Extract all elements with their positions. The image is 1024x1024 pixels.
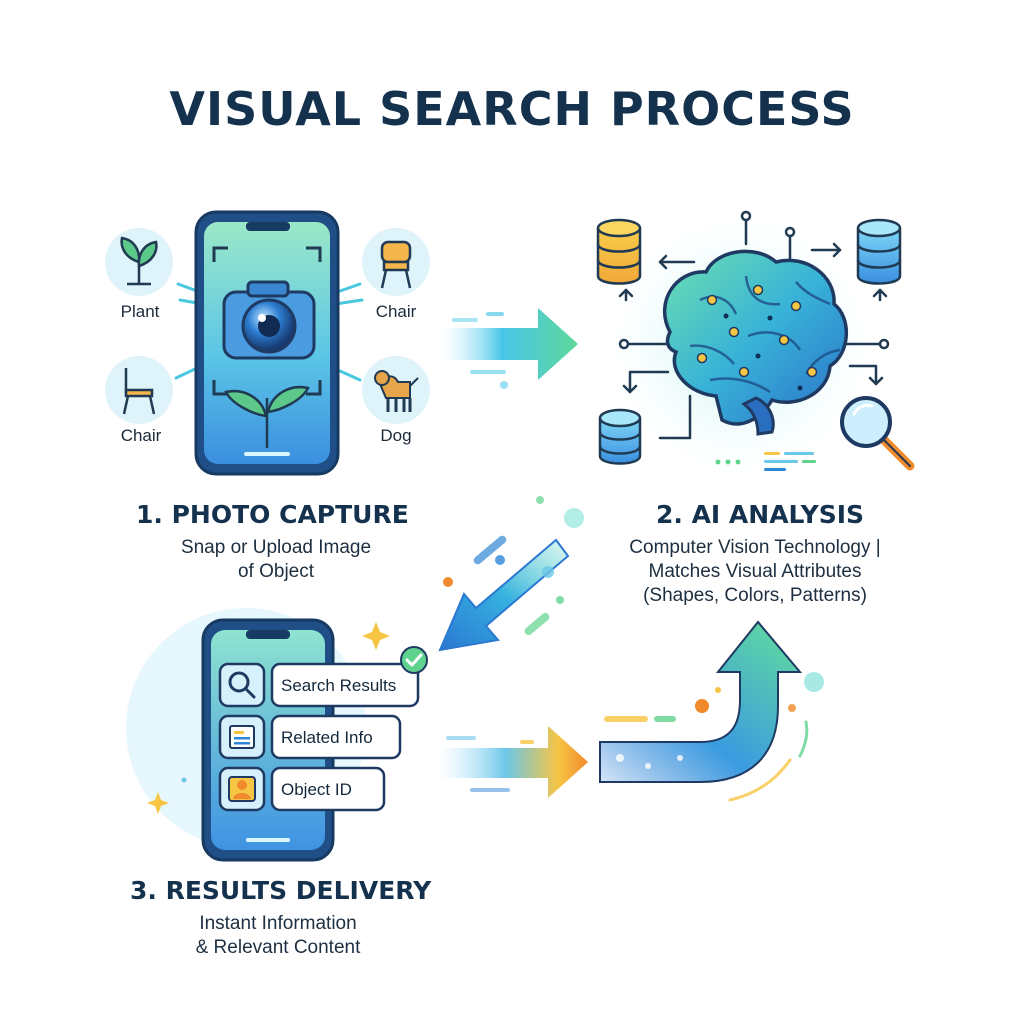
result-card-object-id: Object ID — [218, 766, 386, 812]
chair-icon — [122, 368, 156, 415]
magnifier-icon — [840, 396, 915, 471]
database-icon — [596, 218, 642, 285]
smartphone-icon — [194, 210, 340, 476]
step-3-description: Instant Information & Relevant Content — [160, 912, 396, 960]
data-lines — [715, 452, 816, 471]
dog-icon — [374, 370, 419, 412]
result-card-related: Related Info — [218, 714, 402, 760]
step-3-title: 3. RESULTS DELIVERY — [130, 876, 432, 905]
database-icon — [598, 408, 642, 465]
object-label-plant: Plant — [121, 302, 160, 321]
step-ai-analysis — [596, 210, 915, 475]
plant-icon — [120, 236, 158, 286]
object-label-chair-1: Chair — [376, 302, 417, 321]
step-2-line-1: Computer Vision Technology | — [629, 537, 881, 558]
document-icon — [229, 725, 255, 749]
arrow-right-icon — [438, 726, 588, 798]
user-icon — [228, 776, 256, 802]
step-3-line-2: & Relevant Content — [195, 937, 361, 958]
step-2-line-2: Matches Visual Attributes — [648, 561, 862, 582]
page-title: VISUAL SEARCH PROCESS — [169, 82, 855, 136]
step-3-line-1: Instant Information — [199, 913, 357, 934]
sprout-icon — [224, 385, 310, 448]
object-chair-top: Chair — [362, 228, 430, 321]
checkmark-badge-icon — [400, 646, 428, 674]
object-chair-left: Chair — [105, 356, 173, 445]
step-1-title: 1. PHOTO CAPTURE — [136, 500, 409, 529]
object-label-chair-2: Chair — [121, 426, 162, 445]
step-1-line-2: of Object — [237, 561, 315, 582]
object-dog: Dog — [362, 356, 430, 445]
result-label-related: Related Info — [281, 728, 373, 747]
step-1-line-1: Snap or Upload Image — [180, 537, 372, 558]
arrow-right-icon — [440, 308, 578, 389]
step-2-line-3: (Shapes, Colors, Patterns) — [643, 585, 867, 606]
arrow-down-left-icon — [438, 496, 584, 652]
brain-circuit-icon — [663, 249, 848, 436]
camera-icon — [222, 280, 316, 360]
object-label-dog: Dog — [380, 426, 411, 445]
result-card-search: Search Results — [218, 646, 428, 708]
step-results-delivery: Search Results Related Info — [126, 608, 428, 862]
step-1-description: Snap or Upload Image of Object — [156, 536, 396, 584]
result-label-search: Search Results — [281, 676, 396, 695]
chair-icon — [380, 240, 412, 289]
step-photo-capture: Plant Chair Chair — [105, 210, 430, 476]
result-label-object-id: Object ID — [281, 780, 352, 799]
arrow-up-curve-icon — [599, 620, 824, 802]
object-plant: Plant — [105, 228, 173, 321]
step-2-description: Computer Vision Technology | Matches Vis… — [600, 536, 910, 608]
search-icon — [228, 671, 256, 699]
database-icon — [856, 218, 902, 285]
step-2-title: 2. AI ANALYSIS — [655, 500, 865, 529]
